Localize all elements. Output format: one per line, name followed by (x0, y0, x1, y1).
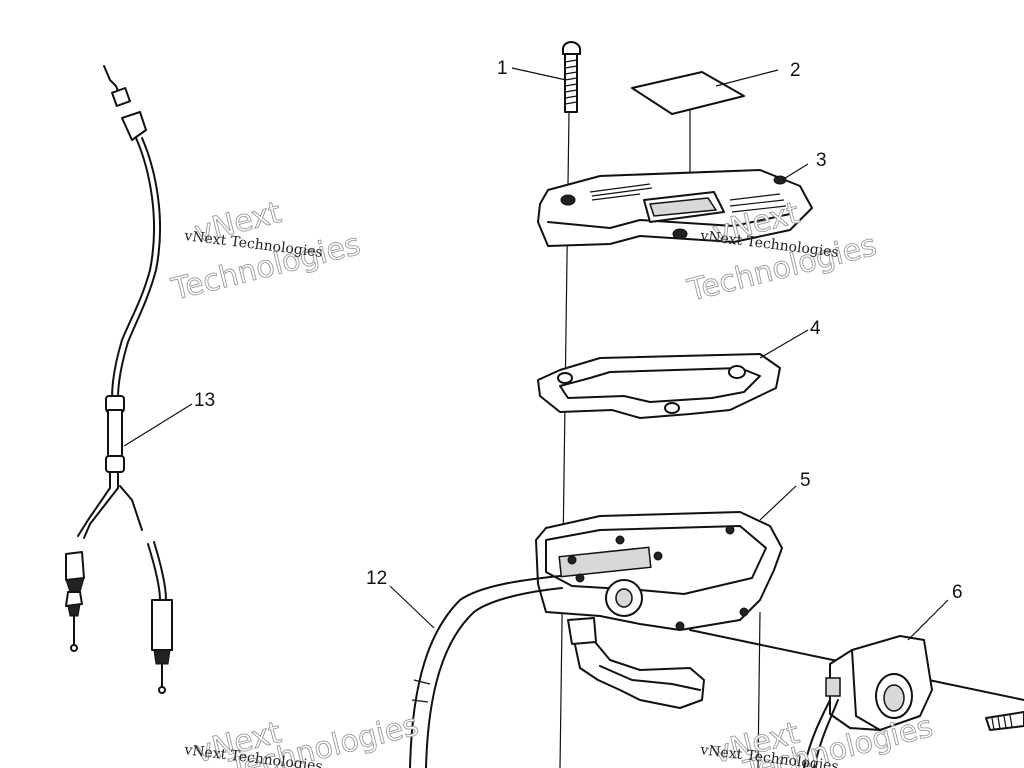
cable-assembly (65, 65, 173, 694)
decal-sticker (631, 71, 745, 115)
callout-12: 12 (366, 568, 387, 589)
cover-plate (537, 169, 813, 247)
callout-1: 1 (497, 58, 508, 79)
lower-axis-line (757, 611, 761, 768)
callout-2: 2 (790, 60, 801, 81)
callout-3: 3 (816, 150, 827, 171)
svg-text:vNext: vNext (709, 196, 803, 251)
brake-hose (409, 575, 563, 768)
callout-13: 13 (194, 390, 215, 411)
callout-4: 4 (810, 318, 821, 339)
leader-lines (123, 67, 949, 641)
screw (562, 41, 581, 113)
master-cylinder-housing (535, 511, 783, 709)
callout-6: 6 (952, 582, 963, 603)
callout-5: 5 (800, 470, 811, 491)
switch-housing (689, 629, 1024, 768)
gasket (537, 353, 781, 419)
